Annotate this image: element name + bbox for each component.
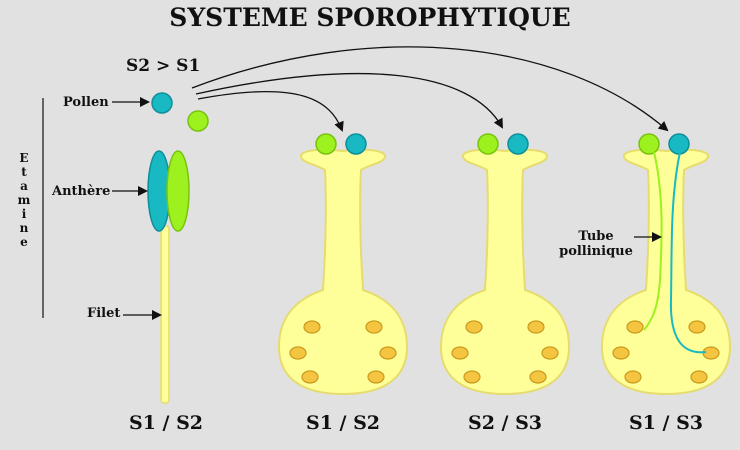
ovule xyxy=(367,370,385,384)
ovule xyxy=(690,370,708,384)
ovule xyxy=(303,320,321,334)
stigma-pollen-green xyxy=(638,133,660,155)
genotype-label-stamen: S1 / S2 xyxy=(129,412,203,434)
ovule xyxy=(379,346,397,360)
stigma-pollen-green xyxy=(315,133,337,155)
stigma-pollen-teal xyxy=(668,133,690,155)
pollen-tube-teal xyxy=(669,151,707,354)
ovule xyxy=(465,320,483,334)
pollination-arrow-2 xyxy=(195,72,503,129)
genotype-label-pistil-3: S1 / S3 xyxy=(629,412,703,434)
tube-label-line1: Tube xyxy=(578,229,613,244)
ovule xyxy=(626,320,644,334)
genotype-label-pistil-2: S2 / S3 xyxy=(468,412,542,434)
pistil-2 xyxy=(439,133,571,396)
diagram-title: SYSTEME SPOROPHYTIQUE xyxy=(169,3,570,32)
ovule xyxy=(541,346,559,360)
tube-label-line2: pollinique xyxy=(559,244,633,259)
pollination-arrow-1 xyxy=(197,90,344,132)
ovule xyxy=(527,320,545,334)
pistils-group xyxy=(277,133,732,396)
dominance-label: S2 > S1 xyxy=(126,56,200,76)
pollen-grain-green xyxy=(187,110,209,132)
filet-label: Filet xyxy=(87,306,120,321)
pollen-label: Pollen xyxy=(63,95,109,110)
genotype-label-pistil-1: S1 / S2 xyxy=(306,412,380,434)
ovule xyxy=(463,370,481,384)
ovule xyxy=(612,346,630,360)
pollination-arrow-3 xyxy=(191,46,669,132)
pistil-1 xyxy=(277,133,409,396)
ovule xyxy=(451,346,469,360)
stigma-pollen-green xyxy=(477,133,499,155)
ovule xyxy=(688,320,706,334)
ovule xyxy=(365,320,383,334)
ovule xyxy=(529,370,547,384)
anthere-label: Anthère xyxy=(51,184,110,199)
pistil-3 xyxy=(600,133,732,396)
stigma-pollen-teal xyxy=(507,133,529,155)
ovule xyxy=(301,370,319,384)
filament xyxy=(160,225,170,404)
pollen-tube-green xyxy=(643,151,663,331)
ovule xyxy=(289,346,307,360)
ovule xyxy=(624,370,642,384)
stigma-pollen-teal xyxy=(345,133,367,155)
pollen-grain-teal xyxy=(151,92,173,114)
anther-lobe-green xyxy=(166,150,190,232)
